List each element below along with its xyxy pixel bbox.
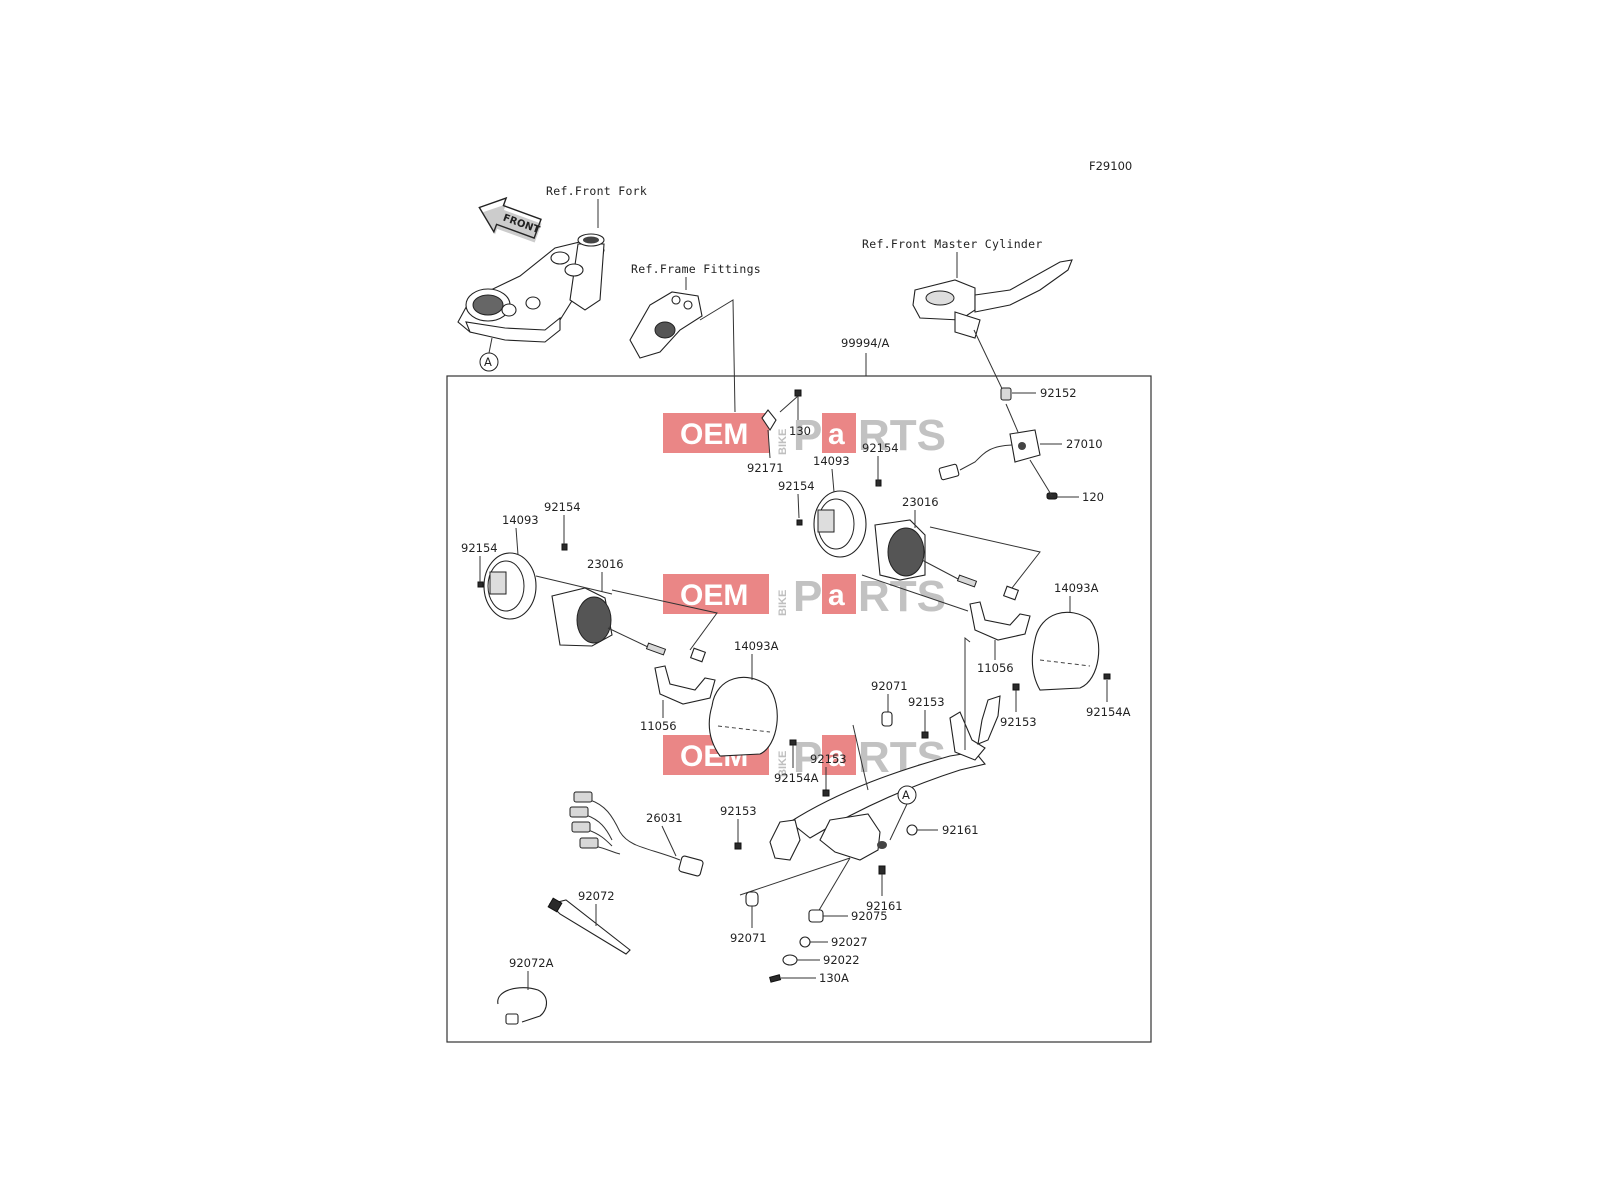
watermark-a: a	[828, 418, 845, 451]
part-14093-right: 14093	[813, 454, 850, 468]
watermark-p: P	[793, 572, 822, 621]
part-92171: 92171	[747, 461, 784, 475]
watermark-rts: RTS	[858, 572, 946, 621]
part-92072a: 92072A	[509, 956, 554, 970]
part-92071-top: 92071	[871, 679, 908, 693]
part-26031: 26031	[646, 811, 683, 825]
ref-master-cylinder-label: Ref.Front Master Cylinder	[862, 237, 1043, 251]
part-92152: 92152	[1040, 386, 1077, 400]
part-11056-left: 11056	[640, 719, 677, 733]
watermark-oem: OEM	[680, 579, 748, 612]
watermark-a: a	[828, 579, 845, 612]
watermark-2: OEM BIKE P a RTS	[663, 572, 946, 621]
part-92154-left-2: 92154	[461, 541, 498, 555]
watermark-oem: OEM	[680, 418, 748, 451]
ref-frame-fittings-label: Ref.Frame Fittings	[631, 262, 761, 276]
part-120: 120	[1082, 490, 1104, 504]
triple-clamp-illustration	[457, 233, 605, 343]
part-92075: 92075	[851, 909, 888, 923]
marker-a-bar-label: A	[902, 788, 910, 802]
cable-tie-92072-illustration	[547, 897, 631, 955]
part-92154a-left: 92154A	[774, 771, 819, 785]
watermark-bike: BIKE	[777, 590, 789, 616]
clip-92171-illustration	[761, 389, 802, 432]
diagram-code: F29100	[1089, 159, 1132, 173]
part-92153-d: 92153	[720, 804, 757, 818]
grommet-92075	[808, 909, 824, 923]
part-92154a-right: 92154A	[1086, 705, 1131, 719]
part-92153-c: 92153	[810, 752, 847, 766]
part-14093a-left: 14093A	[734, 639, 779, 653]
part-11056-right: 11056	[977, 661, 1014, 675]
right-bracket-11056-illustration	[969, 585, 1031, 641]
part-92153-b: 92153	[1000, 715, 1037, 729]
part-14093a-right: 14093A	[1054, 581, 1099, 595]
left-lens-14093a-illustration	[708, 676, 797, 757]
grommet-92071-top	[881, 711, 893, 727]
part-92022: 92022	[823, 953, 860, 967]
part-92154-left-1: 92154	[544, 500, 581, 514]
watermark-bike: BIKE	[777, 751, 789, 777]
clamp-92072a-illustration	[497, 987, 548, 1025]
collar-92027	[799, 936, 811, 948]
frame-fitting-illustration	[629, 291, 703, 359]
left-signal-housing-illustration	[477, 543, 667, 656]
part-130: 130	[789, 424, 811, 438]
part-92161-a: 92161	[942, 823, 979, 837]
watermark-a: a	[828, 740, 845, 773]
switch-illustration	[938, 387, 1058, 500]
bolt-92161-a	[906, 824, 918, 836]
part-130a: 130A	[819, 971, 849, 985]
wiring-harness-illustration	[569, 791, 704, 877]
kit-frame-label: 99994/A	[841, 336, 889, 350]
part-92153-a: 92153	[908, 695, 945, 709]
part-14093-left: 14093	[502, 513, 539, 527]
part-92071-bottom: 92071	[730, 931, 767, 945]
watermark-bike: BIKE	[777, 429, 789, 455]
left-bracket-11056-illustration	[654, 647, 716, 705]
right-signal-housing-illustration	[796, 479, 978, 588]
part-92154-right-2: 92154	[778, 479, 815, 493]
mounting-bar-illustration	[769, 695, 1001, 861]
marker-a-label: A	[484, 355, 492, 369]
washer-92022	[782, 954, 798, 966]
bolt-130a	[769, 974, 782, 983]
part-92027: 92027	[831, 935, 868, 949]
watermark-p: P	[793, 733, 822, 782]
part-23016-right: 23016	[902, 495, 939, 509]
right-lens-14093a-illustration	[1031, 611, 1111, 691]
kit-frame	[446, 375, 1152, 1043]
part-23016-left: 23016	[587, 557, 624, 571]
master-cylinder-illustration	[912, 259, 1073, 339]
ref-front-fork-label: Ref.Front Fork	[546, 184, 647, 198]
part-27010: 27010	[1066, 437, 1103, 451]
part-92161-b: 92161	[866, 899, 903, 913]
part-92154-right-1: 92154	[862, 441, 899, 455]
front-arrow-icon: FRONT	[478, 196, 542, 243]
watermark-rts: RTS	[858, 411, 946, 460]
watermark-1: OEM BIKE P a RTS	[663, 411, 946, 460]
grommet-92071-bottom	[745, 891, 759, 907]
part-92072: 92072	[578, 889, 615, 903]
